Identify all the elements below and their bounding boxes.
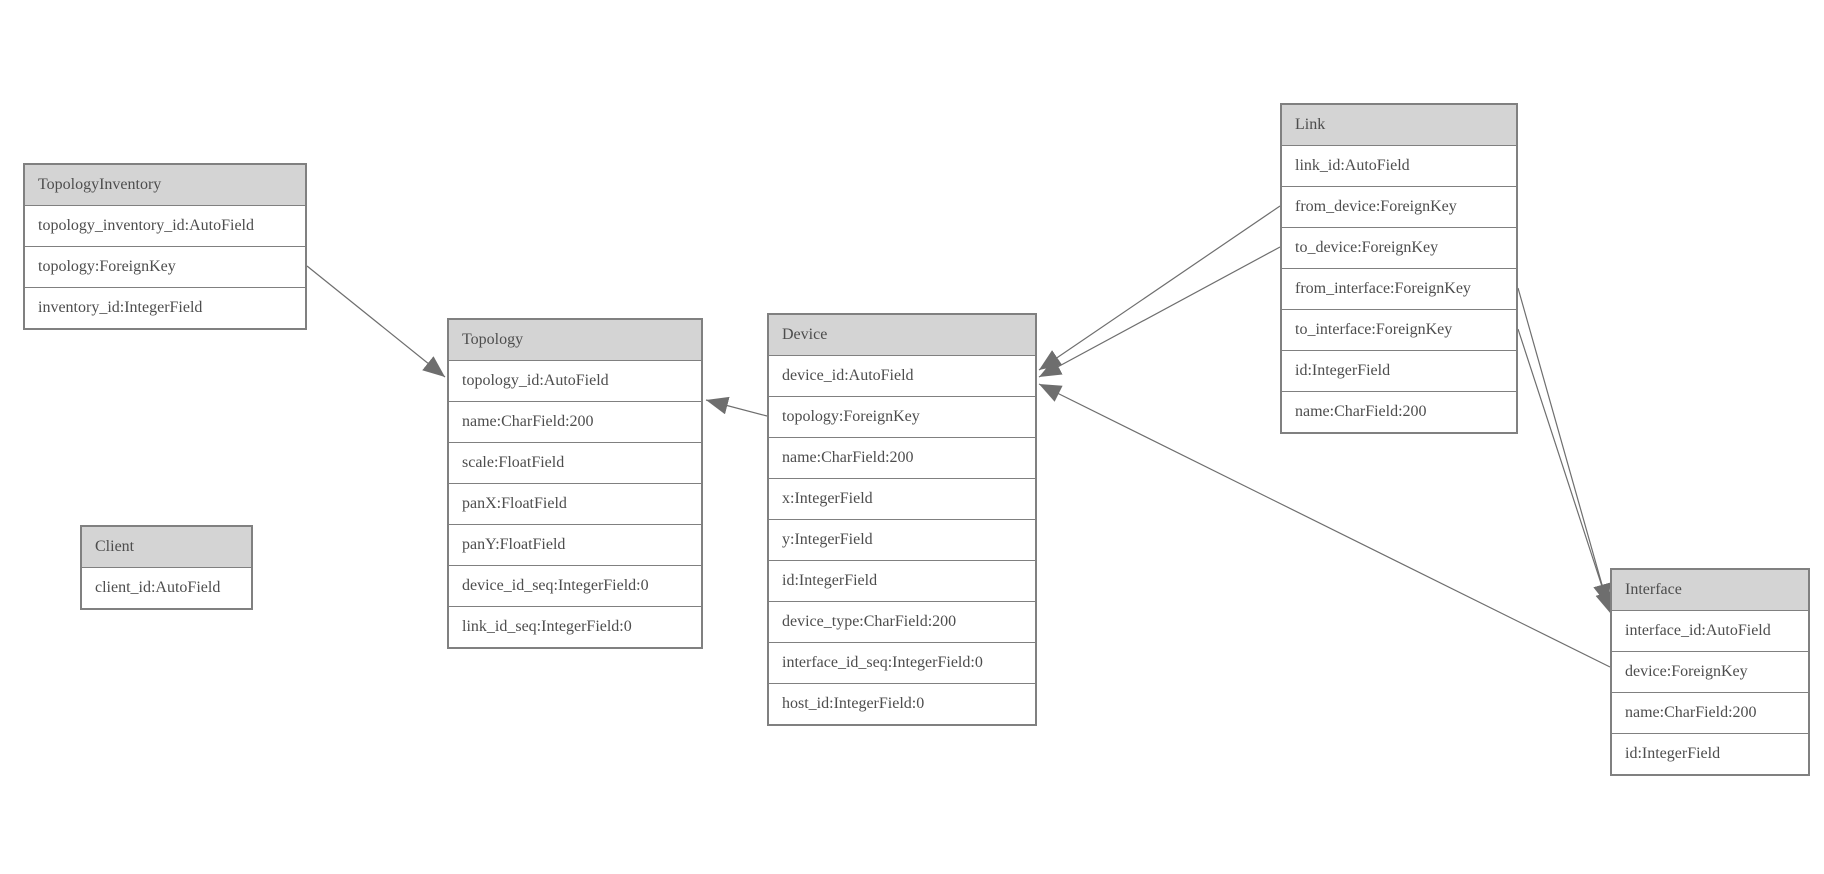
relation-line-link-from-interface [1517,287,1611,607]
entity-field-row: to_interface:ForeignKey [1282,310,1516,351]
entity-field-row: topology_inventory_id:AutoField [25,206,305,247]
entity-field-row: inventory_id:IntegerField [25,288,305,328]
entity-title-topology-inventory: TopologyInventory [25,165,305,206]
entity-field-row: name:CharField:200 [1282,392,1516,432]
entity-field-row: x:IntegerField [769,479,1035,520]
entity-field-row: panY:FloatField [449,525,701,566]
entity-field-row: panX:FloatField [449,484,701,525]
entity-title-device: Device [769,315,1035,356]
entity-field-row: link_id:AutoField [1282,146,1516,187]
entity-field-row: id:IntegerField [1282,351,1516,392]
entity-field-row: device:ForeignKey [1612,652,1808,693]
relation-line-link-to-interface [1517,328,1613,615]
entity-field-row: device_type:CharField:200 [769,602,1035,643]
entity-field-row: name:CharField:200 [1612,693,1808,734]
entity-field-row: topology:ForeignKey [25,247,305,288]
relation-line-link-to-device [1038,246,1281,378]
entity-title-interface: Interface [1612,570,1808,611]
relation-line-link-from-device [1038,205,1281,371]
entity-field-row: id:IntegerField [769,561,1035,602]
entity-field-row: name:CharField:200 [449,402,701,443]
entity-field-row: client_id:AutoField [82,568,251,608]
entity-field-row: from_device:ForeignKey [1282,187,1516,228]
entity-field-row: interface_id_seq:IntegerField:0 [769,643,1035,684]
entity-field-row: link_id_seq:IntegerField:0 [449,607,701,647]
entity-field-row: name:CharField:200 [769,438,1035,479]
relation-line-topologyinventory-topology [306,265,446,378]
entity-field-row: id:IntegerField [1612,734,1808,774]
entity-field-row: host_id:IntegerField:0 [769,684,1035,724]
entity-title-client: Client [82,527,251,568]
entity-field-row: device_id_seq:IntegerField:0 [449,566,701,607]
entity-field-row: device_id:AutoField [769,356,1035,397]
entity-title-topology: Topology [449,320,701,361]
entity-field-row: topology:ForeignKey [769,397,1035,438]
entity-field-row: interface_id:AutoField [1612,611,1808,652]
relation-line-device-topology [705,396,768,417]
entity-title-link: Link [1282,105,1516,146]
entity-field-row: y:IntegerField [769,520,1035,561]
entity-field-row: topology_id:AutoField [449,361,701,402]
entity-field-row: to_device:ForeignKey [1282,228,1516,269]
entity-field-row: from_interface:ForeignKey [1282,269,1516,310]
entity-field-row: scale:FloatField [449,443,701,484]
